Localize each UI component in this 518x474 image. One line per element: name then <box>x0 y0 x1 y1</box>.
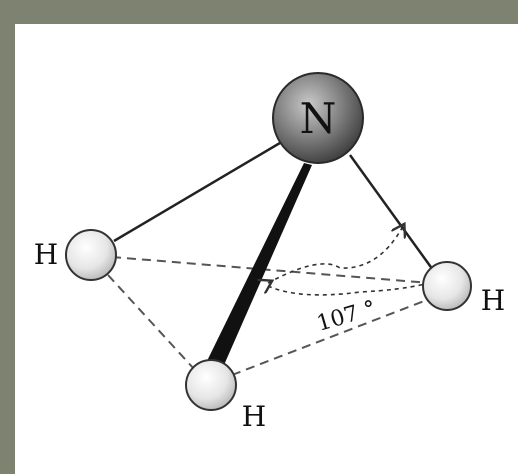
wedge-bond-n-h-front <box>207 163 312 365</box>
hydrogen-atom-front <box>185 359 237 411</box>
dashed-edge-left-front <box>107 274 196 371</box>
nitrogen-label: N <box>300 94 337 143</box>
hydrogen-right-label: H <box>481 284 505 317</box>
angle-arc-upper <box>268 228 402 283</box>
hydrogen-atom-right <box>422 261 472 311</box>
hydrogen-left-label: H <box>34 238 58 271</box>
dashed-edge-front-right <box>231 297 433 376</box>
nitrogen-atom <box>272 72 364 164</box>
bond-n-h-right <box>348 154 435 271</box>
angle-arc-lower <box>267 283 426 296</box>
hydrogen-front-label: H <box>242 400 266 433</box>
hydrogen-atom-left <box>65 229 117 281</box>
bond-n-h-left <box>113 138 286 243</box>
dashed-edge-left-right <box>111 256 431 284</box>
